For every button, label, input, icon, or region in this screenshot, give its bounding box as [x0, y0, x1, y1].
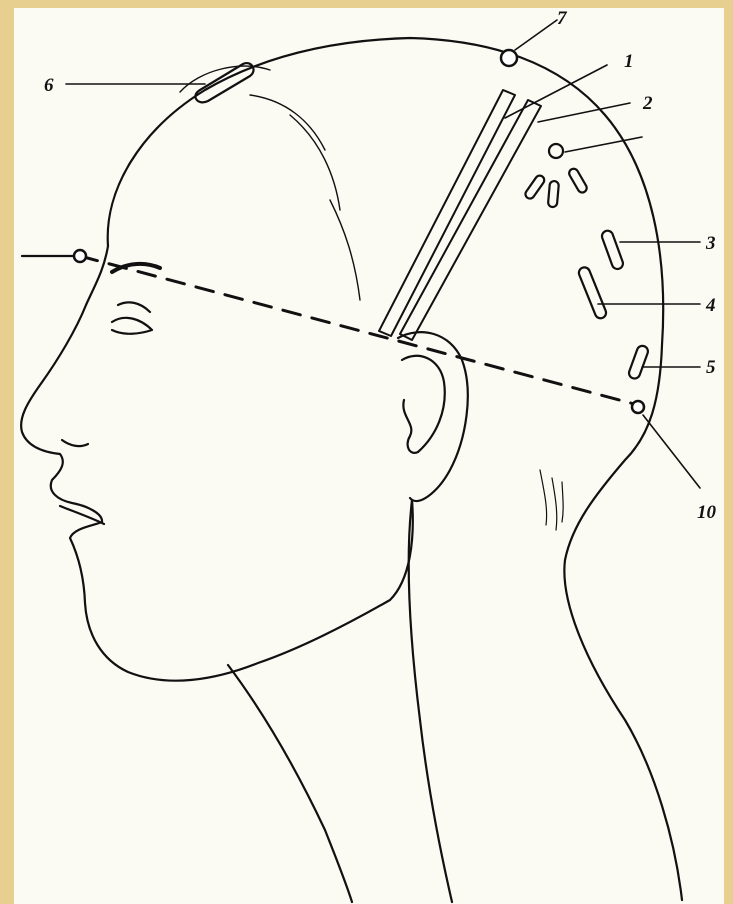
- point-7: [501, 50, 517, 66]
- leader-line-7: [515, 20, 557, 50]
- electrode-strip-4: [577, 266, 607, 320]
- leader-line-burr: [565, 137, 642, 152]
- point-forehead: [74, 250, 86, 262]
- reference-line-dashed: [80, 256, 638, 405]
- hair-stroke: [330, 200, 360, 300]
- label-6: 6: [44, 75, 54, 96]
- hair-stroke: [540, 470, 547, 525]
- eye: [112, 318, 152, 334]
- head-outline: [108, 38, 682, 900]
- label-4: 4: [705, 295, 716, 316]
- label-5: 5: [706, 357, 716, 378]
- burr-slot: [548, 181, 559, 208]
- electrode-strip-2: [400, 100, 541, 340]
- hair-stroke: [552, 478, 557, 530]
- label-3: 3: [705, 233, 716, 254]
- hair-stroke: [290, 115, 340, 210]
- burr-slot: [568, 167, 589, 194]
- electrode-strip-3: [600, 229, 624, 270]
- eye-lid: [118, 302, 150, 312]
- nostril: [62, 440, 88, 446]
- electrode-strip-1: [379, 90, 515, 336]
- point-10: [632, 401, 644, 413]
- electrode-strip-5: [627, 344, 649, 380]
- burr-slot: [524, 174, 546, 200]
- back-neck-line: [409, 500, 452, 902]
- face-profile: [21, 246, 413, 681]
- leader-line-10: [643, 415, 700, 488]
- label-1: 1: [624, 51, 634, 72]
- label-7: 7: [557, 8, 568, 29]
- ear-inner: [402, 356, 445, 453]
- hair-stroke: [562, 482, 563, 522]
- label-10: 10: [697, 502, 717, 523]
- label-2: 2: [642, 93, 653, 114]
- leader-line-2: [538, 103, 630, 122]
- front-neck-line: [228, 665, 352, 902]
- burr-hole: [549, 144, 563, 158]
- mouth: [60, 506, 104, 524]
